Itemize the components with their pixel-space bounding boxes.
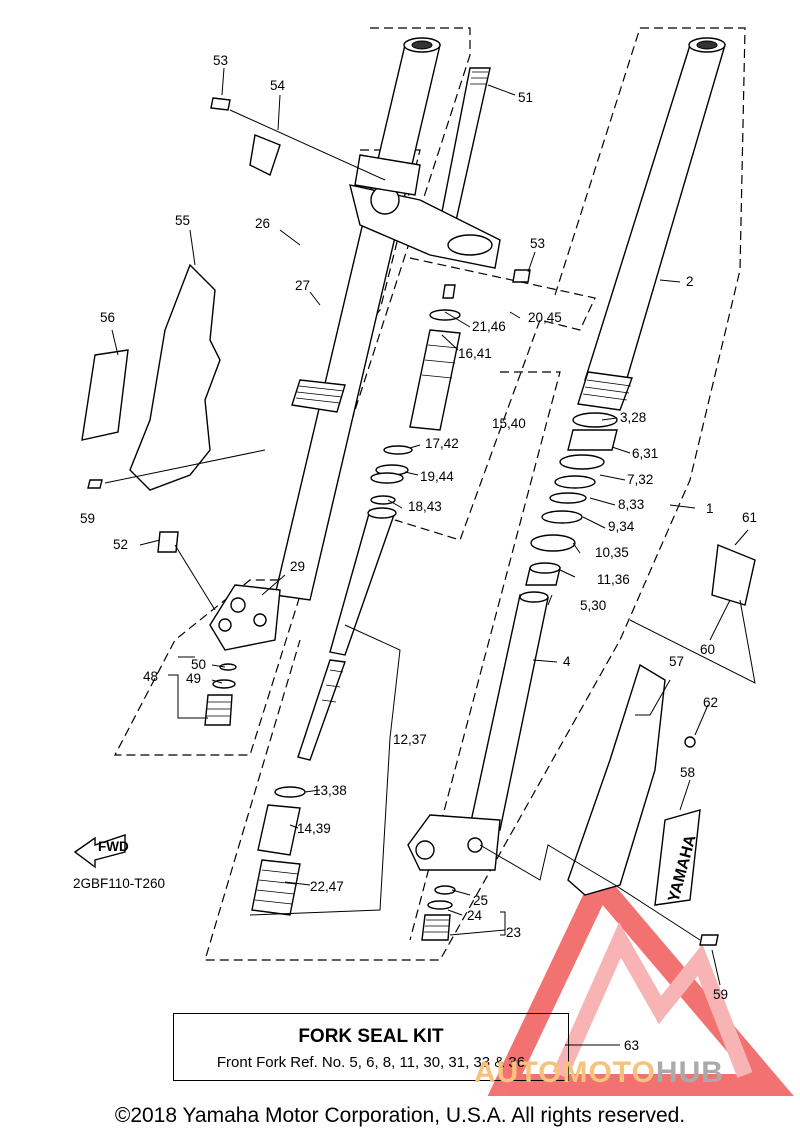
callout-57: 57: [669, 654, 684, 669]
callout-8-33: 8,33: [618, 497, 644, 512]
left-drain-bolt: [204, 663, 237, 726]
callout-14-39: 14,39: [297, 821, 331, 836]
callout-55: 55: [175, 213, 190, 228]
callout-1: 1: [706, 501, 714, 516]
left-fork-guard: [81, 263, 221, 491]
callout-6-31: 6,31: [632, 446, 658, 461]
right-fork-inner-tube: [407, 591, 549, 941]
callout-7-32: 7,32: [627, 472, 653, 487]
callout-13-38: 13,38: [313, 783, 347, 798]
callout-26: 26: [255, 216, 270, 231]
watermark-logo: [487, 864, 794, 1096]
callouts: 53 54 51 55 26 53 2 27 56 21,46 20,45 16…: [73, 53, 757, 1053]
callout-51: 51: [518, 90, 533, 105]
callout-5-30: 5,30: [580, 598, 606, 613]
right-fork-guard: [567, 544, 756, 946]
right-fork-outer-tube: [577, 37, 726, 411]
callout-59-left: 59: [80, 511, 95, 526]
leader-lines: [104, 67, 756, 1046]
triple-clamp-assembly: [349, 67, 501, 269]
copyright-notice: ©2018 Yamaha Motor Corporation, U.S.A. A…: [114, 1104, 686, 1127]
callout-52: 52: [113, 537, 128, 552]
callout-53-right: 53: [530, 236, 545, 251]
callout-48: 48: [143, 669, 158, 684]
callout-10-35: 10,35: [595, 545, 629, 560]
watermark-text: AUTOMOTOHUB: [474, 1056, 724, 1090]
callout-62: 62: [703, 695, 718, 710]
callout-61: 61: [742, 510, 757, 525]
callout-3-28: 3,28: [620, 410, 646, 425]
callout-60: 60: [700, 642, 715, 657]
forward-arrow-icon: FWD: [73, 834, 129, 869]
damper-cartridge: [251, 284, 461, 916]
callout-16-41: 16,41: [458, 346, 492, 361]
small-bolts: [157, 97, 531, 553]
callout-2: 2: [686, 274, 694, 289]
callout-9-34: 9,34: [608, 519, 635, 534]
callout-25: 25: [473, 893, 488, 908]
callout-12-37: 12,37: [393, 732, 427, 747]
callout-56: 56: [100, 310, 115, 325]
callout-58: 58: [680, 765, 695, 780]
callout-49: 49: [186, 671, 201, 686]
kit-title: FORK SEAL KIT: [298, 1026, 444, 1047]
callout-23: 23: [506, 925, 521, 940]
callout-53-top: 53: [213, 53, 228, 68]
callout-19-44: 19,44: [420, 469, 454, 484]
callout-15-40: 15,40: [492, 416, 526, 431]
callout-11-36: 11,36: [597, 572, 630, 587]
seal-stack: [525, 412, 618, 586]
left-fork-outer-tube: [209, 37, 441, 651]
fork-seal-kit-box: FORK SEAL KIT Front Fork Ref. No. 5, 6, …: [173, 1013, 569, 1081]
callout-4: 4: [563, 654, 571, 669]
watermark-text-part2: HUB: [655, 1056, 724, 1089]
callout-18-43: 18,43: [408, 499, 442, 514]
callout-29: 29: [290, 559, 305, 574]
diagram-code: 2GBF110-T260: [73, 876, 165, 891]
assembly-boundaries: [114, 27, 746, 961]
fwd-label: FWD: [98, 839, 129, 854]
callout-17-42: 17,42: [425, 436, 459, 451]
callout-21-46: 21,46: [472, 319, 506, 334]
callout-27: 27: [295, 278, 310, 293]
callout-54: 54: [270, 78, 286, 93]
watermark-text-part1: AUTOMOTO: [474, 1056, 656, 1089]
kit-description: Front Fork Ref. No. 5, 6, 8, 11, 30, 31,…: [216, 1054, 526, 1071]
callout-24: 24: [467, 908, 483, 923]
callout-50: 50: [191, 657, 206, 672]
callout-22-47: 22,47: [310, 879, 344, 894]
callout-59-bottom: 59: [713, 987, 728, 1002]
callout-63: 63: [624, 1038, 639, 1053]
callout-20-45: 20,45: [528, 310, 562, 325]
